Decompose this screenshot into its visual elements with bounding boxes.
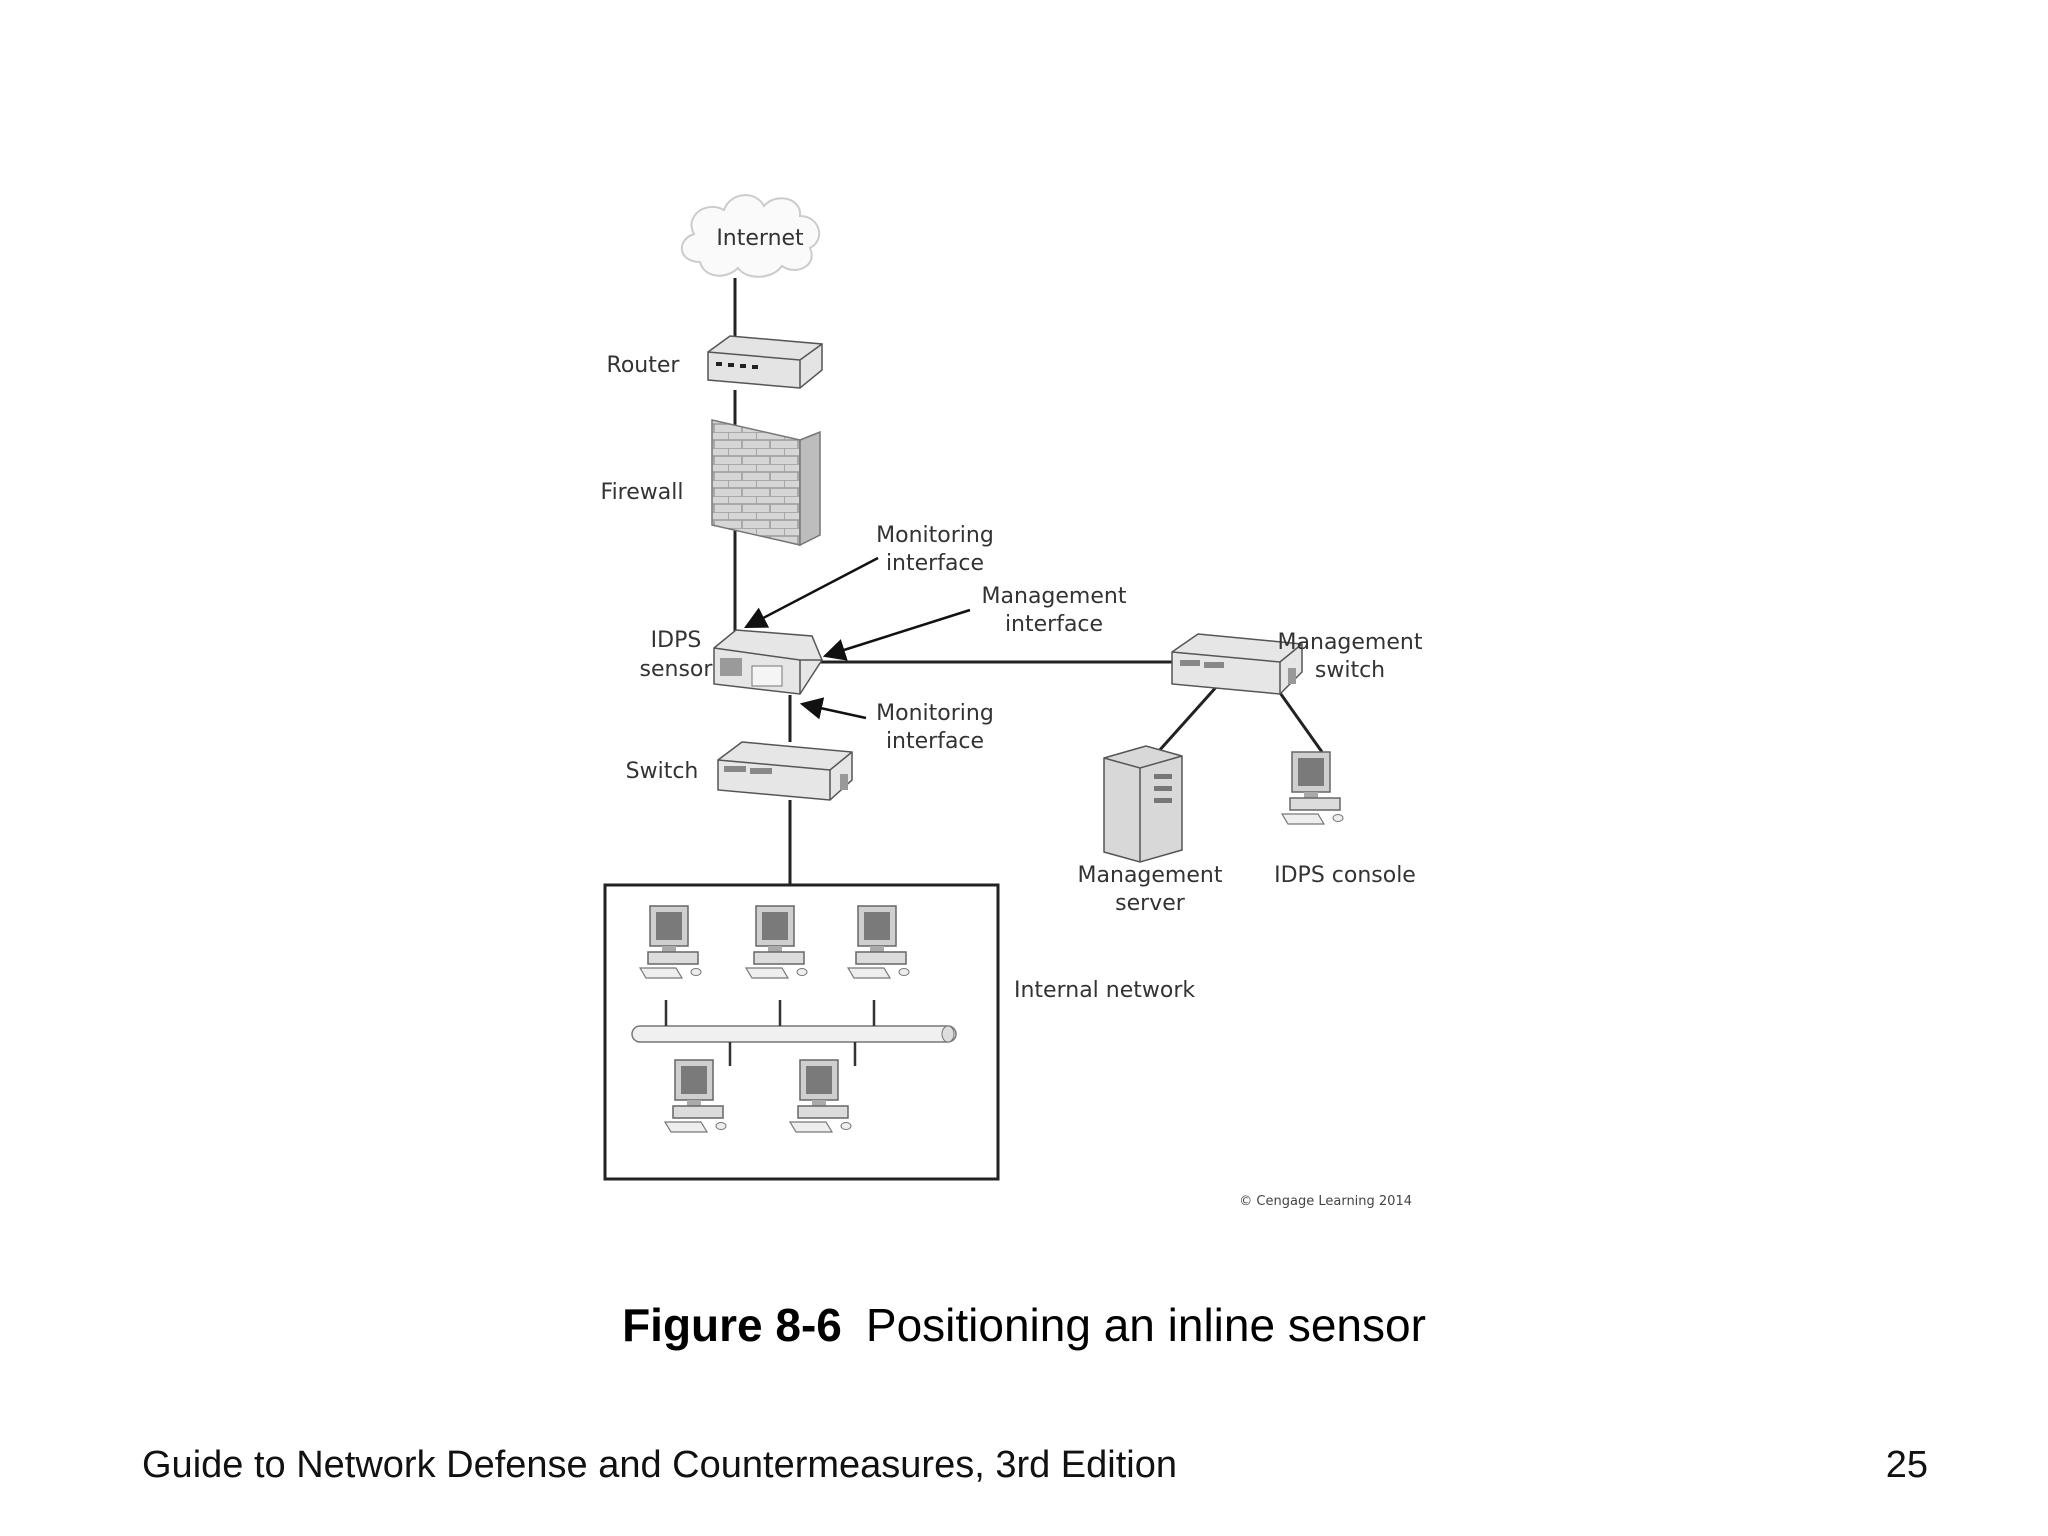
connection-lines [733, 278, 1324, 885]
figure-number: Figure 8-6 [622, 1299, 842, 1351]
management-server-label-line1: Management [1078, 863, 1223, 888]
management-switch-icon [1171, 633, 1303, 695]
network-bus [631, 1025, 957, 1043]
management-server-label-line2: server [1115, 891, 1186, 916]
management-interface-label-line1: Management [982, 584, 1127, 609]
workstation-icon-5 [789, 1059, 852, 1133]
figure-title: Positioning an inline sensor [865, 1299, 1426, 1351]
management-switch-label-line2: switch [1315, 658, 1385, 683]
bus-drop-lines [664, 1000, 876, 1066]
idps-sensor-icon [713, 629, 823, 695]
idps-sensor-label-line1: IDPS [651, 628, 702, 653]
management-interface-label-line2: interface [1005, 612, 1103, 637]
switch-label: Switch [626, 759, 699, 784]
internal-network-box [603, 883, 1000, 1181]
idps-sensor-label-line2: sensor [640, 657, 714, 682]
figure-caption: Figure 8-6 Positioning an inline sensor [0, 1298, 2048, 1352]
firewall-icon [711, 419, 821, 547]
firewall-label: Firewall [601, 480, 684, 505]
workstation-icon-2 [745, 905, 808, 979]
monitoring-interface-top-label-line2: interface [886, 551, 984, 576]
footer-page-number: 25 [1885, 1444, 1928, 1486]
management-switch-label-line1: Management [1278, 630, 1423, 655]
idps-console-label: IDPS console [1274, 863, 1416, 888]
monitoring-interface-bottom-label-line2: interface [886, 729, 984, 754]
interface-arrows [744, 556, 971, 720]
workstation-icon-1 [639, 905, 702, 979]
idps-console-icon [1281, 751, 1344, 825]
footer-book-title: Guide to Network Defense and Countermeas… [142, 1444, 1177, 1486]
workstation-icon-4 [664, 1059, 727, 1133]
internet-label: Internet [716, 226, 804, 251]
switch-icon [717, 741, 853, 801]
router-icon [707, 335, 823, 389]
router-label: Router [607, 353, 681, 378]
monitoring-interface-bottom-label-line1: Monitoring [876, 701, 994, 726]
monitoring-interface-top-label-line1: Monitoring [876, 523, 994, 548]
internet-cloud-icon [681, 194, 821, 278]
internal-network-label: Internal network [1014, 978, 1195, 1003]
copyright-text: © Cengage Learning 2014 [1239, 1194, 1412, 1209]
management-server-icon [1103, 745, 1183, 863]
workstation-icon-3 [847, 905, 910, 979]
